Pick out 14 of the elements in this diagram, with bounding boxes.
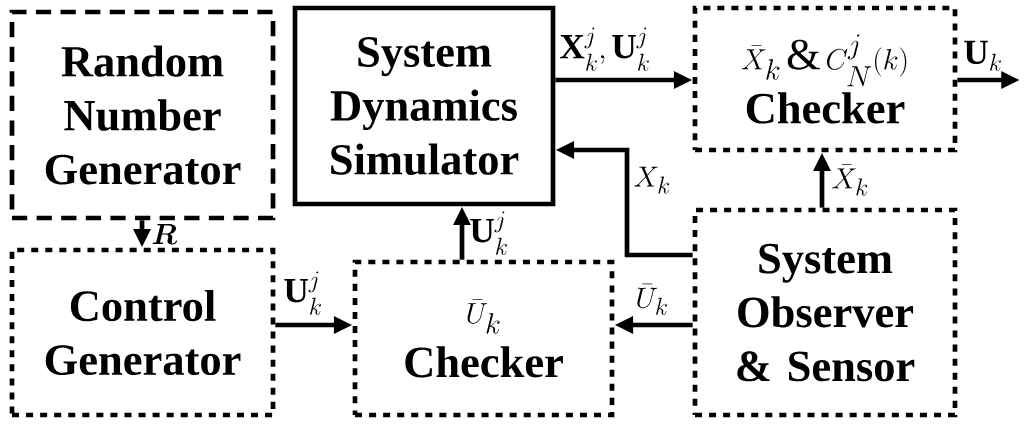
block-box: Control Generator [9,247,276,418]
edge-label: $X_k$ [634,166,670,194]
block-box: System Dynamics Simulator [292,5,556,207]
edge-label: $\boldsymbol{R}$ [152,224,178,245]
block-box: $\bar{U}_k$ Checker [352,259,615,418]
edge-label: $\mathbf{U}_k^j$ [470,211,507,255]
block-box: Random Number Generator [9,9,276,221]
edge-label: $\mathbf{U}_k^j$ [284,271,321,315]
edge-label: $\bar{X}_k$ [832,164,868,196]
edge-label: $\bar{U}_k$ [637,283,667,315]
block-box: System Observer & Sensor [692,207,958,418]
edge-label: $\mathbf{U}_k$ [964,40,1001,71]
block-box: $\bar{X}_k\,\boldsymbol{\&}\,C_N^j(k)$ Checker [692,5,958,153]
edge-label: $\mathbf{X}_k^j,\mathbf{U}_k^j$ [560,27,649,71]
